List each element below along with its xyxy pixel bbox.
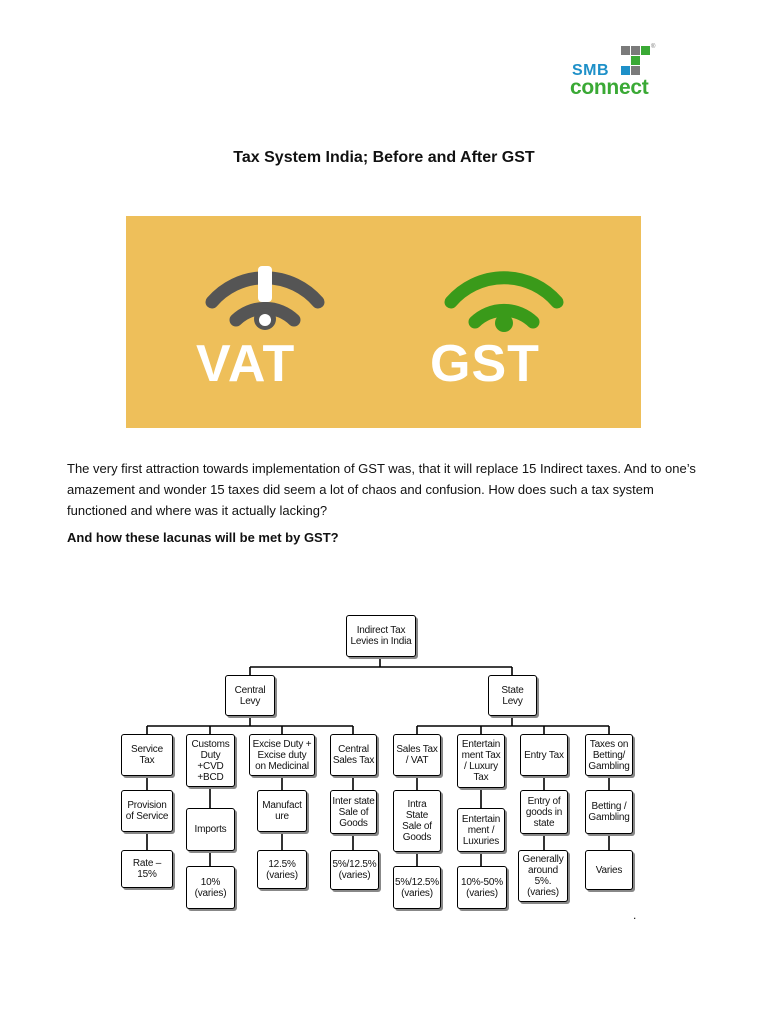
tax-basis-node: Entertain ment / Luxuries: [457, 808, 505, 852]
root-node: Indirect Tax Levies in India: [346, 615, 416, 657]
tax-basis-node: Imports: [186, 808, 235, 851]
tax-head-node: Central Sales Tax: [330, 734, 377, 776]
logo-square: [621, 66, 630, 75]
tax-head-node: Service Tax: [121, 734, 173, 776]
tax-rate-node: Rate – 15%: [121, 850, 173, 888]
vat-gst-banner: VAT GST: [126, 216, 641, 428]
tax-head-node: Customs Duty +CVD +BCD: [186, 734, 235, 787]
logo-square: [621, 46, 630, 55]
intro-paragraph: The very first attraction towards implem…: [67, 461, 696, 518]
tax-basis-node: Intra State Sale of Goods: [393, 790, 441, 852]
tax-head-node: Entertain ment Tax / Luxury Tax: [457, 734, 505, 788]
wifi-icon: [444, 271, 564, 332]
logo-square: [631, 66, 640, 75]
tax-head-node: Entry Tax: [520, 734, 568, 776]
tax-basis-node: Provision of Service: [121, 790, 173, 832]
wifi-warning-icon: [205, 266, 325, 330]
logo-square: [631, 56, 640, 65]
tax-head-node: Taxes on Betting/ Gambling: [585, 734, 633, 776]
tax-head-node: Sales Tax / VAT: [393, 734, 441, 776]
gst-label: GST: [430, 335, 540, 393]
stray-dot: .: [633, 908, 637, 922]
tax-rate-node: Varies: [585, 850, 633, 890]
logo-text-connect: connect: [570, 76, 649, 99]
question-heading: And how these lacunas will be met by GST…: [67, 530, 339, 545]
smb-connect-logo: SMB connect ®: [568, 44, 660, 100]
state-levy-node: State Levy: [488, 675, 537, 716]
tax-basis-node: Inter state Sale of Goods: [330, 790, 377, 834]
logo-text-smb: SMB: [572, 62, 610, 79]
tax-rate-node: 10% (varies): [186, 866, 235, 909]
tax-basis-node: Betting / Gambling: [585, 790, 633, 834]
tax-basis-node: Entry of goods in state: [520, 790, 568, 834]
tax-rate-node: 12.5% (varies): [257, 850, 307, 889]
tax-rate-node: Generally around 5%. (varies): [518, 850, 568, 902]
logo-square: [641, 46, 650, 55]
tax-rate-node: 10%-50% (varies): [457, 866, 507, 909]
central-levy-node: Central Levy: [225, 675, 275, 716]
tax-head-node: Excise Duty + Excise duty on Medicinal: [249, 734, 315, 776]
logo-square: [631, 46, 640, 55]
tax-basis-node: Manufact ure: [257, 790, 307, 832]
logo-registered-mark: ®: [651, 44, 656, 50]
tax-rate-node: 5%/12.5% (varies): [393, 866, 441, 909]
page-title: Tax System India; Before and After GST: [233, 149, 535, 166]
vat-label: VAT: [196, 335, 296, 393]
tax-rate-node: 5%/12.5% (varies): [330, 850, 379, 890]
